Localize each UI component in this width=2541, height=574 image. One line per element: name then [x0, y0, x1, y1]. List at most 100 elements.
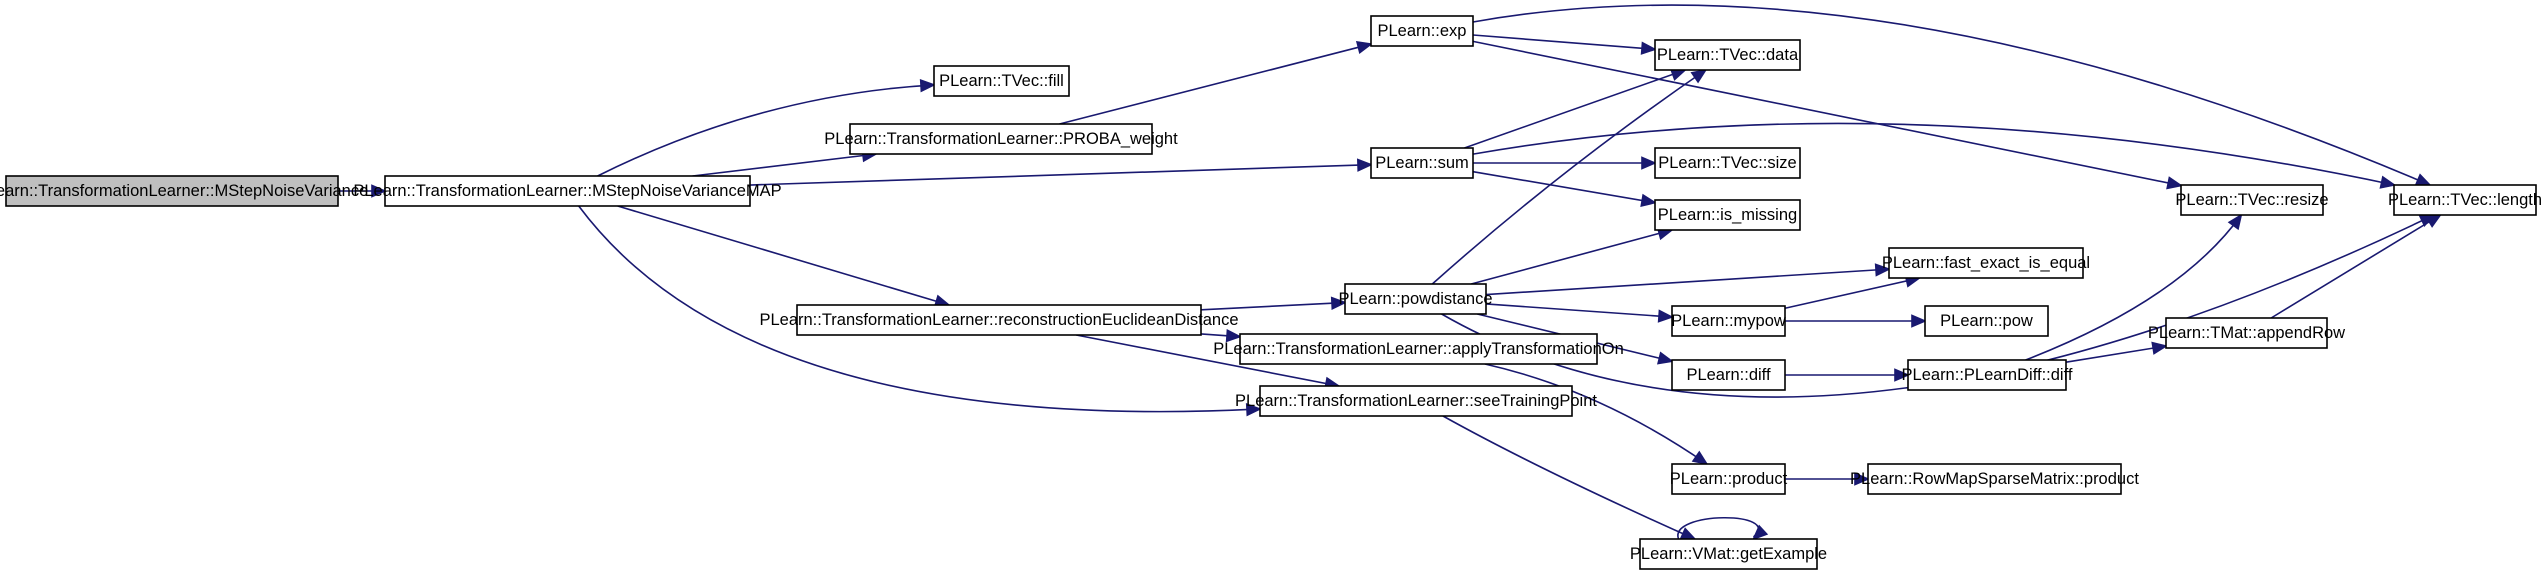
node-is-missing[interactable]: PLearn::is_missing	[1654, 199, 1801, 231]
node-apply-transformation-on[interactable]: PLearn::TransformationLearner::applyTran…	[1213, 333, 1624, 365]
edge-sum-to-tvec_size	[1473, 156, 1658, 170]
node-label-tvec-size: PLearn::TVec::size	[1658, 154, 1797, 172]
node-box-rowmap-product	[1867, 463, 2122, 495]
edge-line-see_training_point-to-vmat_get_example	[1442, 415, 1696, 540]
node-box-product	[1671, 463, 1786, 495]
edge-line-plearndiff_diff-to-tvec_resize	[2025, 214, 2242, 361]
edge-mstep_noise_variance_map-to-sum	[749, 158, 1374, 186]
edge-sum-to-tvec_length	[1472, 122, 2397, 189]
node-label-tvec-resize: PLearn::TVec::resize	[2175, 191, 2328, 209]
edge-line-exp-to-tvec_resize	[1472, 40, 2182, 187]
node-plearndiff-diff[interactable]: PLearn::PLearnDiff::diff	[1902, 359, 2073, 391]
edge-mstep_noise_variance-to-mstep_noise_variance_map	[338, 184, 388, 198]
edge-line-mstep_noise_variance_map-to-sum	[749, 163, 1372, 186]
edge-reconstruction_euclidean_distance-to-apply_transformation_on	[1200, 329, 1243, 343]
edge-sum-to-is_missing	[1472, 170, 1658, 207]
edge-arrowhead-proba_weight-to-exp	[1355, 41, 1373, 55]
edge-exp-to-tvec_length	[1472, 4, 2432, 186]
node-box-powdistance	[1344, 283, 1487, 315]
call-graph-edges	[338, 4, 2443, 541]
edge-plearndiff_diff-to-tvec_resize	[2025, 213, 2243, 361]
edge-arrowhead-diff-to-plearndiff_diff	[1894, 368, 1911, 382]
node-tvec-fill[interactable]: PLearn::TVec::fill	[933, 65, 1070, 97]
node-label-see-training-point: PLearn::TransformationLearner::seeTraini…	[1235, 392, 1597, 410]
edge-line-sum-to-is_missing	[1472, 170, 1656, 204]
node-box-fast-exact-is-equal	[1888, 247, 2084, 279]
node-label-exp: PLearn::exp	[1378, 22, 1467, 40]
edge-arrowhead-sum-to-tvec_size	[1641, 156, 1658, 170]
node-tvec-size[interactable]: PLearn::TVec::size	[1654, 147, 1801, 179]
edge-line-powdistance-to-fast_exact_is_equal	[1485, 268, 1890, 296]
edge-arrowhead-see_training_point-to-vmat_get_example	[1679, 527, 1697, 540]
edge-arrowhead-mypow-to-pow	[1911, 314, 1928, 328]
edge-arrowhead-vmat_get_example-to-vmat_get_example	[1751, 524, 1769, 541]
edge-line-mstep_noise_variance_map-to-see_training_point	[578, 205, 1261, 413]
edge-arrowhead-powdistance-to-fast_exact_is_equal	[1874, 263, 1892, 277]
edge-arrowhead-apply_transformation_on-to-product	[1691, 450, 1709, 466]
edge-line-mstep_noise_variance_map-to-tvec_fill	[597, 84, 935, 177]
edge-tmat_append_row-to-tvec_length	[2270, 213, 2443, 319]
node-box-pow	[1924, 305, 2049, 337]
node-powdistance[interactable]: PLearn::powdistance	[1338, 283, 1493, 315]
edge-mypow-to-pow	[1785, 314, 1928, 328]
node-label-powdistance: PLearn::powdistance	[1338, 290, 1492, 308]
node-tvec-data[interactable]: PLearn::TVec::data	[1654, 39, 1801, 71]
node-see-training-point[interactable]: PLearn::TransformationLearner::seeTraini…	[1235, 385, 1597, 417]
node-pow[interactable]: PLearn::pow	[1924, 305, 2049, 337]
node-box-mypow	[1671, 305, 1786, 337]
node-label-reconstruction-euclidean-distance: PLearn::TransformationLearner::reconstru…	[759, 311, 1238, 329]
call-graph-nodes: PLearn::TransformationLearner::MStepNois…	[0, 15, 2541, 570]
node-sum[interactable]: PLearn::sum	[1370, 147, 1474, 179]
edge-arrowhead-powdistance-to-diff	[1657, 351, 1674, 365]
node-tmat-append-row[interactable]: PLearn::TMat::appendRow	[2148, 317, 2345, 349]
node-tvec-resize[interactable]: PLearn::TVec::resize	[2175, 184, 2329, 216]
node-rowmap-product[interactable]: PLearn::RowMapSparseMatrix::product	[1850, 463, 2139, 495]
edge-arrowhead-sum-to-is_missing	[1640, 193, 1658, 207]
node-label-tvec-data: PLearn::TVec::data	[1657, 46, 1799, 64]
edge-arrowhead-tmat_append_row-to-tvec_length	[2425, 213, 2443, 228]
edge-plearndiff_diff-to-tmat_append_row	[2065, 341, 2169, 364]
node-box-tvec-length	[2393, 184, 2537, 216]
edge-mypow-to-fast_exact_is_equal	[1784, 274, 1922, 310]
node-box-tmat-append-row	[2165, 317, 2328, 349]
edge-proba_weight-to-exp	[1059, 41, 1373, 125]
edge-mstep_noise_variance_map-to-see_training_point	[578, 205, 1263, 417]
edge-diff-to-plearndiff_diff	[1785, 368, 1911, 382]
edge-line-mstep_noise_variance_map-to-proba_weight	[692, 153, 877, 177]
node-box-apply-transformation-on	[1239, 333, 1598, 365]
edge-powdistance-to-mypow	[1485, 303, 1675, 323]
edge-arrowhead-mstep_noise_variance-to-mstep_noise_variance_map	[371, 184, 388, 198]
edge-see_training_point-to-vmat_get_example	[1442, 415, 1697, 540]
node-vmat-get-example[interactable]: PLearn::VMat::getExample	[1630, 538, 1827, 570]
node-mypow[interactable]: PLearn::mypow	[1671, 305, 1786, 337]
node-proba-weight[interactable]: PLearn::TransformationLearner::PROBA_wei…	[824, 123, 1178, 155]
edge-line-plearndiff_diff-to-tmat_append_row	[2065, 345, 2167, 364]
edge-reconstruction_euclidean_distance-to-powdistance	[1200, 296, 1348, 311]
node-product[interactable]: PLearn::product	[1670, 463, 1788, 495]
node-reconstruction-euclidean-distance[interactable]: PLearn::TransformationLearner::reconstru…	[759, 304, 1239, 336]
node-mstep-noise-variance-map[interactable]: PLearn::TransformationLearner::MStepNois…	[353, 175, 782, 207]
node-tvec-length[interactable]: PLearn::TVec::length	[2388, 184, 2541, 216]
node-label-tvec-length: PLearn::TVec::length	[2388, 191, 2541, 209]
edge-line-powdistance-to-tvec_data	[1431, 69, 1707, 285]
edge-arrowhead-mstep_noise_variance_map-to-tvec_fill	[919, 79, 937, 93]
node-fast-exact-is-equal[interactable]: PLearn::fast_exact_is_equal	[1882, 247, 2090, 279]
edge-arrowhead-exp-to-tvec_data	[1640, 41, 1658, 55]
edge-line-mstep_noise_variance_map-to-reconstruction_euclidean_distance	[617, 205, 950, 306]
node-diff[interactable]: PLearn::diff	[1671, 359, 1786, 391]
node-exp[interactable]: PLearn::exp	[1370, 15, 1474, 47]
node-box-see-training-point	[1259, 385, 1573, 417]
edge-arrowhead-plearndiff_diff-to-tmat_append_row	[2151, 341, 2169, 355]
node-mstep-noise-variance[interactable]: PLearn::TransformationLearner::MStepNois…	[0, 175, 368, 207]
edge-arrowhead-powdistance-to-mypow	[1657, 309, 1675, 323]
edge-line-powdistance-to-is_missing	[1471, 229, 1672, 285]
node-box-proba-weight	[849, 123, 1153, 155]
edge-powdistance-to-fast_exact_is_equal	[1485, 263, 1892, 296]
node-label-vmat-get-example: PLearn::VMat::getExample	[1630, 545, 1827, 563]
node-label-diff: PLearn::diff	[1686, 366, 1771, 384]
edge-arrowhead-plearndiff_diff-to-tvec_resize	[2227, 213, 2243, 231]
node-box-plearndiff-diff	[1907, 359, 2067, 391]
node-box-exp	[1370, 15, 1474, 47]
edge-powdistance-to-tvec_data	[1431, 68, 1708, 285]
